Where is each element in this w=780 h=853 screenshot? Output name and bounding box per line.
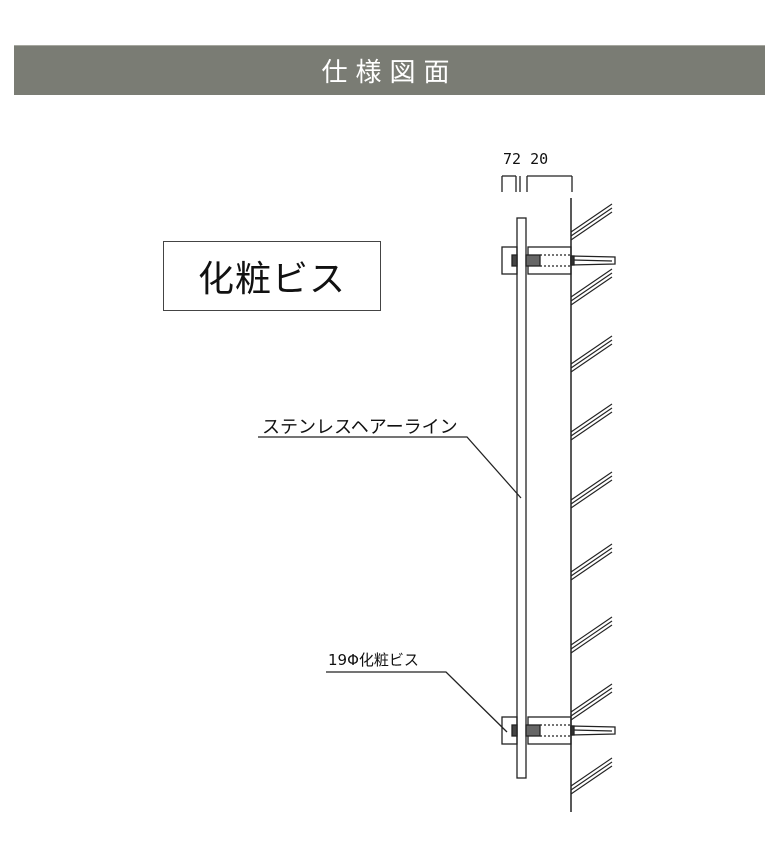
leader-line-screw: [326, 671, 508, 733]
fastener-bottom: [501, 716, 616, 745]
spec-drawing-header: 仕様図面: [14, 45, 765, 95]
callout-plate-material: ステンレスヘアーライン: [262, 417, 458, 438]
callout-screw: 19Φ化粧ビス: [328, 651, 419, 669]
dimension-lines: [501, 175, 573, 192]
stainless-plate: [516, 217, 527, 779]
product-label-box: 化粧ビス: [163, 241, 381, 311]
header-title: 仕様図面: [321, 58, 458, 88]
wall-hatching: [570, 203, 613, 795]
product-label: 化粧ビス: [197, 259, 346, 300]
fastener-top: [501, 246, 616, 275]
dimension-label: 72 20: [503, 150, 549, 168]
leader-line-plate: [258, 436, 522, 499]
